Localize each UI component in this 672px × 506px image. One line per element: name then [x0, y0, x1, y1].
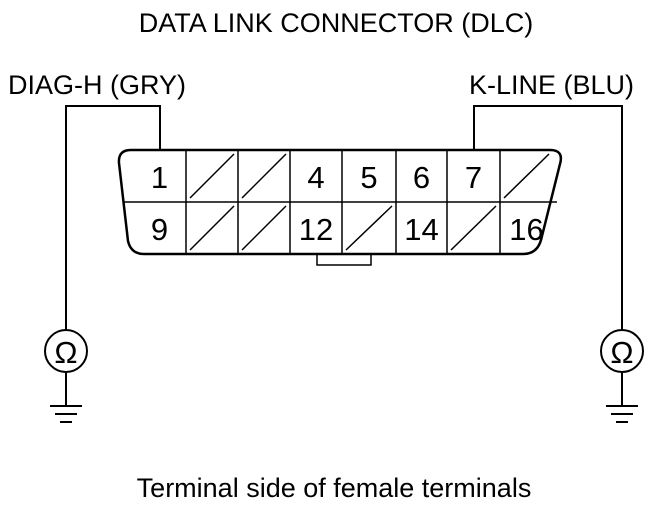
right-ohmmeter: Ω [600, 329, 644, 423]
pin-number: 5 [360, 160, 377, 195]
connector-key [316, 253, 372, 266]
unused-pin-slash [189, 153, 235, 199]
ohm-symbol: Ω [610, 335, 633, 370]
left-wire [65, 105, 161, 330]
pin-number: 12 [299, 212, 333, 247]
pin-number: 9 [151, 212, 168, 247]
unused-pin-slash [189, 205, 235, 251]
left-ohmmeter: Ω [44, 329, 88, 423]
pin-number: 4 [307, 160, 324, 195]
ohm-symbol: Ω [54, 335, 77, 370]
ground-icon [606, 405, 638, 423]
unused-pin-slash [241, 205, 287, 251]
pin-number: 7 [465, 160, 482, 195]
pin-number: 6 [413, 160, 430, 195]
left-wire-label: DIAG-H (GRY) [8, 70, 186, 100]
right-wire-label: K-LINE (BLU) [469, 70, 634, 100]
pin-number: 16 [509, 212, 543, 247]
ground-icon [50, 405, 82, 423]
unused-pin-slash [345, 205, 393, 251]
diagram-caption: Terminal side of female terminals [137, 473, 532, 503]
unused-pin-slash [450, 205, 497, 251]
unused-pin-slash [503, 153, 550, 199]
pin-number: 1 [151, 160, 168, 195]
right-wire [473, 105, 623, 330]
pin-number: 14 [404, 212, 438, 247]
diagram-title: DATA LINK CONNECTOR (DLC) [139, 8, 534, 38]
unused-pin-slash [241, 153, 287, 199]
